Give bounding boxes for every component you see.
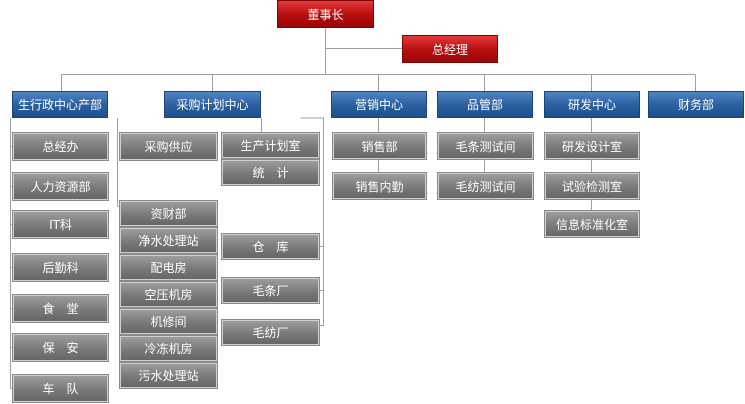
unit-admin-5: 保 安 [12,333,109,362]
unit-purchase-left-7: 污水处理站 [119,362,218,389]
department-marketing: 营销中心 [331,91,427,118]
department-finance: 财务部 [648,91,744,118]
connector-purchase-right-trunk [300,117,324,326]
unit-admin-1: 人力资源部 [12,172,109,201]
unit-purchase-left-2: 净水处理站 [119,227,218,254]
unit-admin-2: IT科 [12,210,109,239]
unit-purchase-left-6: 冷冻机房 [119,335,218,362]
unit-purchase-right-0: 生产计划室 [221,132,320,159]
unit-qc-0: 毛条测试间 [437,132,534,160]
unit-rd-1: 试验检测室 [544,172,640,200]
unit-admin-0: 总经办 [12,132,109,161]
unit-purchase-right-3: 毛条厂 [221,277,320,304]
unit-purchase-right-2: 仓 库 [221,233,320,260]
unit-admin-4: 食 堂 [12,294,109,323]
unit-purchase-left-5: 机修间 [119,308,218,335]
unit-purchase-left-4: 空压机房 [119,281,218,308]
unit-purchase-left-3: 配电房 [119,254,218,281]
unit-purchase-left-0: 采购供应 [119,132,218,161]
unit-admin-6: 车 队 [12,374,109,403]
department-quality: 品管部 [437,91,533,118]
unit-purchase-right-1: 统 计 [221,159,320,186]
unit-rd-0: 研发设计室 [544,132,640,160]
department-purchase-planning: 采购计划中心 [164,91,261,118]
department-rd: 研发中心 [544,91,640,118]
unit-rd-2: 信息标准化室 [544,210,640,238]
unit-purchase-left-1: 资财部 [119,200,218,227]
general-manager-box: 总经理 [402,35,498,63]
unit-qc-1: 毛纺测试间 [437,172,534,200]
department-admin-production: 生行政中心产部 [12,91,108,118]
unit-sales-0: 销售部 [332,132,427,160]
connector-purchase-right-branches [319,246,324,291]
chairman-box: 董事长 [277,0,374,28]
unit-admin-3: 后勤科 [12,253,109,282]
unit-purchase-right-4: 毛纺厂 [221,319,320,346]
connector-admin-branches [10,146,13,389]
unit-sales-1: 销售内勤 [332,172,427,200]
